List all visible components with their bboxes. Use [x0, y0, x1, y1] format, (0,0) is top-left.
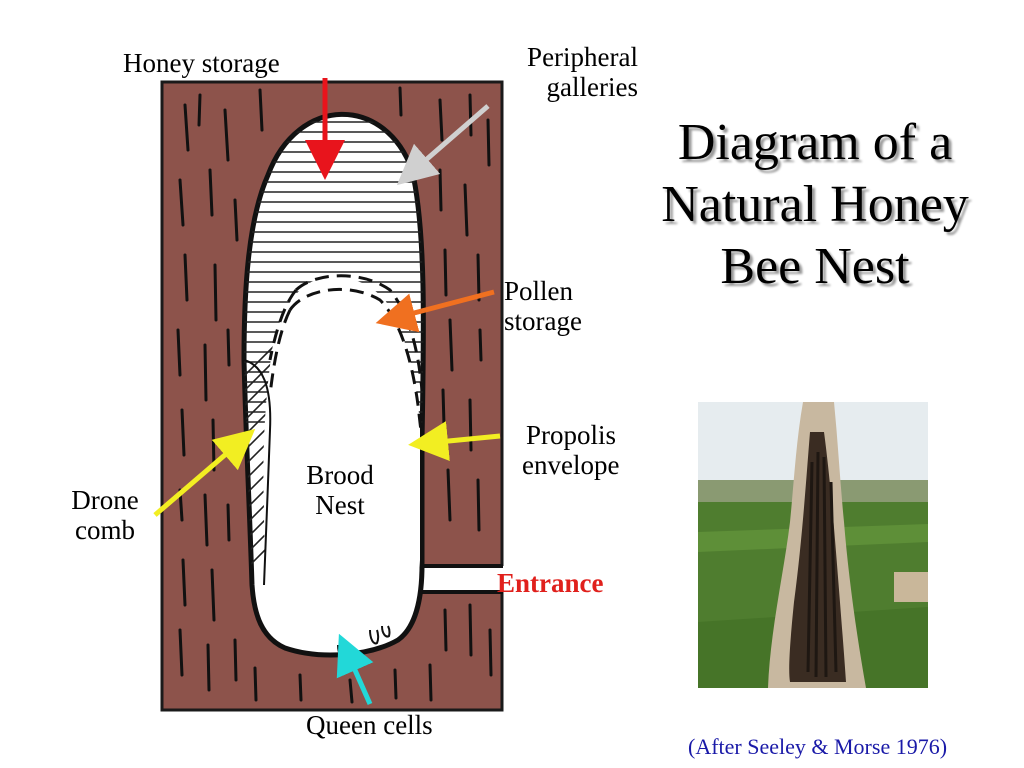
queen-cells-arrow [336, 633, 374, 706]
propolis-envelope-line-1: Propolis [526, 420, 617, 450]
brood-nest-line-1: Brood [306, 460, 374, 490]
entrance-tunnel [415, 566, 504, 592]
drone-comb-arrow [153, 428, 256, 517]
drone-comb-line-2: comb [75, 515, 135, 545]
peripheral-galleries-line-2: galleries [546, 72, 638, 102]
peripheral-galleries-arrow [396, 104, 490, 186]
slide-title: Diagram of a Natural Honey Bee Nest [661, 114, 969, 295]
brood-nest-area [263, 276, 420, 645]
pollen-storage-line-2: storage [504, 306, 582, 336]
pollen-storage-line-1: Pollen [504, 276, 574, 306]
honey-storage-label: Honey storage [123, 48, 280, 78]
brood-nest-label: Brood Nest [290, 460, 390, 520]
propolis-envelope-line-2: envelope [522, 450, 620, 480]
drone-comb-line-1: Drone [71, 485, 139, 515]
queen-cells-label: Queen cells [306, 710, 433, 740]
peripheral-galleries-label: Peripheral galleries [498, 42, 638, 102]
propolis-envelope-label: Propolis envelope [522, 420, 619, 480]
brood-nest-line-2: Nest [315, 490, 365, 520]
tree-nest-photo [698, 402, 928, 688]
pollen-storage-arrow [375, 289, 495, 333]
bark-grain [176, 86, 493, 704]
peripheral-galleries-line-1: Peripheral [527, 42, 638, 72]
pollen-storage-label: Pollen storage [504, 276, 582, 336]
propolis-envelope-arrow [408, 421, 501, 461]
citation: (After Seeley & Morse 1976) [688, 734, 948, 759]
drone-comb-outline [243, 359, 272, 586]
entrance-label: Entrance [497, 568, 604, 598]
drone-comb-label: Drone comb [62, 485, 148, 545]
